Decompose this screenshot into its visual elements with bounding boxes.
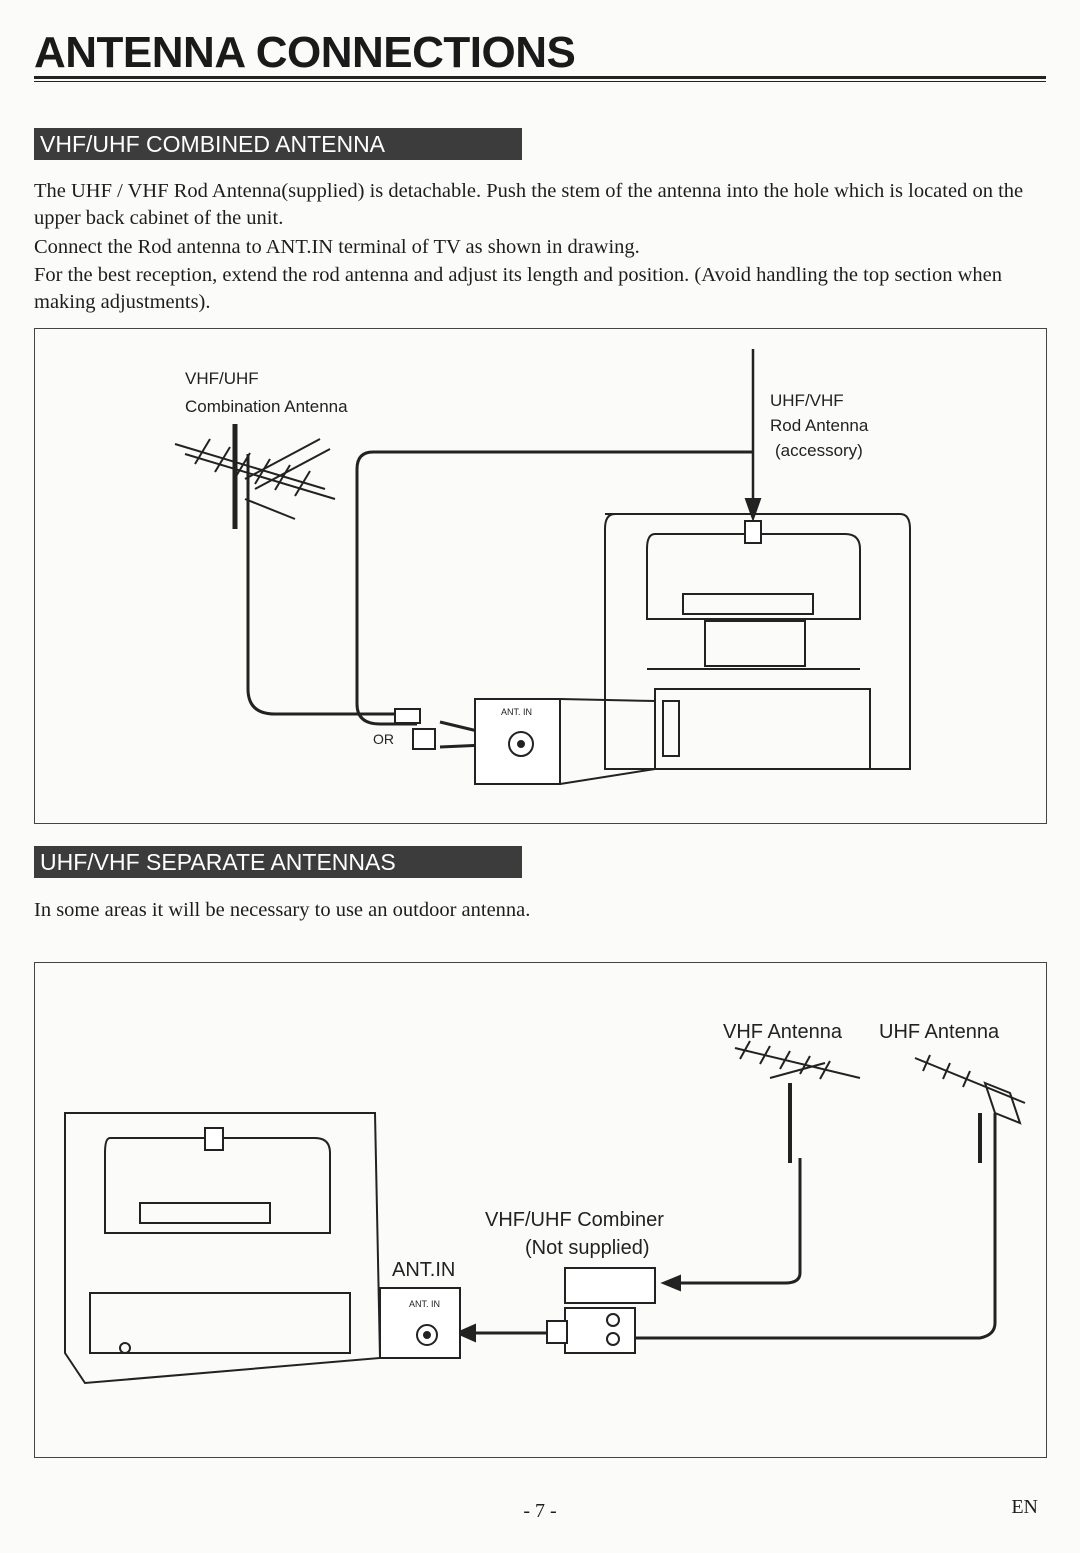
paragraph-outdoor: In some areas it will be necessary to us… [34, 899, 531, 921]
page-title: ANTENNA CONNECTIONS [34, 28, 576, 77]
tv-rear-icon [559, 513, 911, 785]
ant-in-small-label-2: ANT. IN [409, 1299, 441, 1309]
section-heading-combined-antenna: VHF/UHF COMBINED ANTENNA [34, 128, 522, 160]
vhf-antenna-label: VHF Antenna [723, 1021, 842, 1043]
page-number: - 7 - [523, 1500, 557, 1522]
diagram-separate-antennas: VHF Antenna UHF Antenna VHF/UHF Combiner… [34, 962, 1047, 1458]
vhf-antenna-icon [734, 1040, 861, 1163]
language-tag: EN [1011, 1496, 1038, 1518]
combiner-label-1: VHF/UHF Combiner [485, 1209, 664, 1231]
diagram-combined-antenna: VHF/UHF Combination Antenna UHF/VHF Rod … [34, 328, 1047, 824]
title-rule-thin [34, 81, 1046, 82]
ant-in-large-label: ANT.IN [392, 1259, 456, 1281]
rod-antenna-label-1: UHF/VHF [770, 391, 844, 410]
title-rule [34, 76, 1046, 79]
or-label: OR [373, 731, 394, 747]
paragraph-connect: Connect the Rod antenna to ANT.IN termin… [34, 236, 640, 258]
combiner-label-2: (Not supplied) [525, 1237, 650, 1259]
combo-antenna-label-1: VHF/UHF [185, 369, 259, 388]
rod-antenna-label-3: (accessory) [775, 441, 863, 460]
section-heading-separate-antennas: UHF/VHF SEPARATE ANTENNAS [34, 846, 522, 878]
combo-antenna-label-2: Combination Antenna [185, 397, 348, 416]
uhf-antenna-label: UHF Antenna [879, 1021, 1000, 1043]
combination-antenna-icon [174, 424, 336, 529]
paragraph-best-reception: For the best reception, extend the rod a… [34, 264, 1003, 313]
ant-in-small-label: ANT. IN [501, 707, 533, 717]
rod-antenna-label-2: Rod Antenna [770, 416, 869, 435]
paragraph-detachable: The UHF / VHF Rod Antenna(supplied) is d… [34, 180, 1024, 229]
uhf-antenna-icon [914, 1054, 1026, 1163]
tv-rear-icon-2 [64, 1112, 382, 1385]
